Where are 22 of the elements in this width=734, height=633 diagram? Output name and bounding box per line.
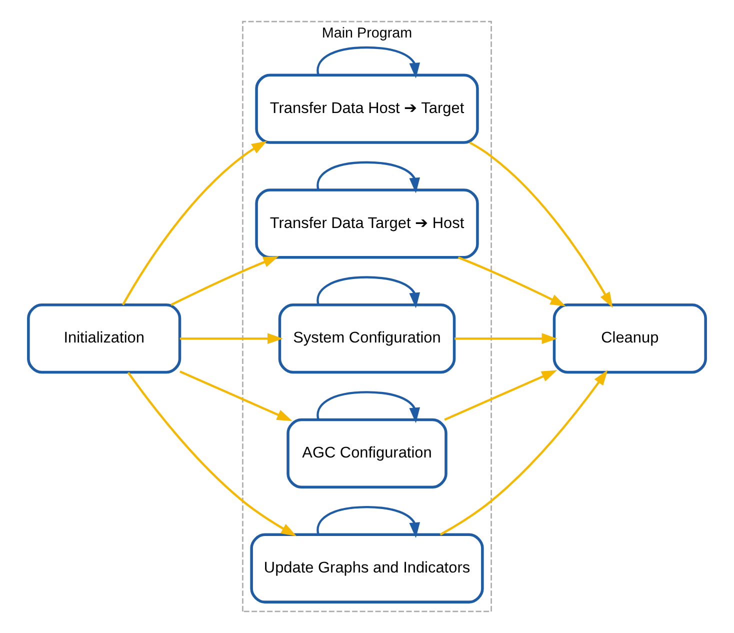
arrow (469, 142, 613, 308)
node-box: Transfer Data Target ➔ Host (255, 188, 479, 259)
arrow (458, 256, 566, 306)
arrow (316, 391, 420, 424)
arrow (316, 46, 420, 78)
node-box: Initialization (27, 304, 182, 374)
arrow (454, 333, 558, 344)
arrow (179, 370, 292, 422)
node-box: Update Graphs and Indicators (250, 533, 484, 604)
arrow (127, 372, 297, 536)
arrow (316, 506, 420, 538)
node-box: Transfer Data Host ➔ Target (255, 74, 479, 144)
node-box: Cleanup (552, 304, 707, 374)
arrow (180, 333, 284, 344)
arrow (444, 370, 558, 421)
node-box: System Configuration (278, 304, 456, 374)
arrow (316, 276, 420, 308)
arrow (170, 256, 279, 306)
node-box: AGC Configuration (286, 418, 448, 489)
arrow (316, 161, 420, 194)
arrow (122, 140, 268, 306)
arrow (440, 370, 608, 536)
